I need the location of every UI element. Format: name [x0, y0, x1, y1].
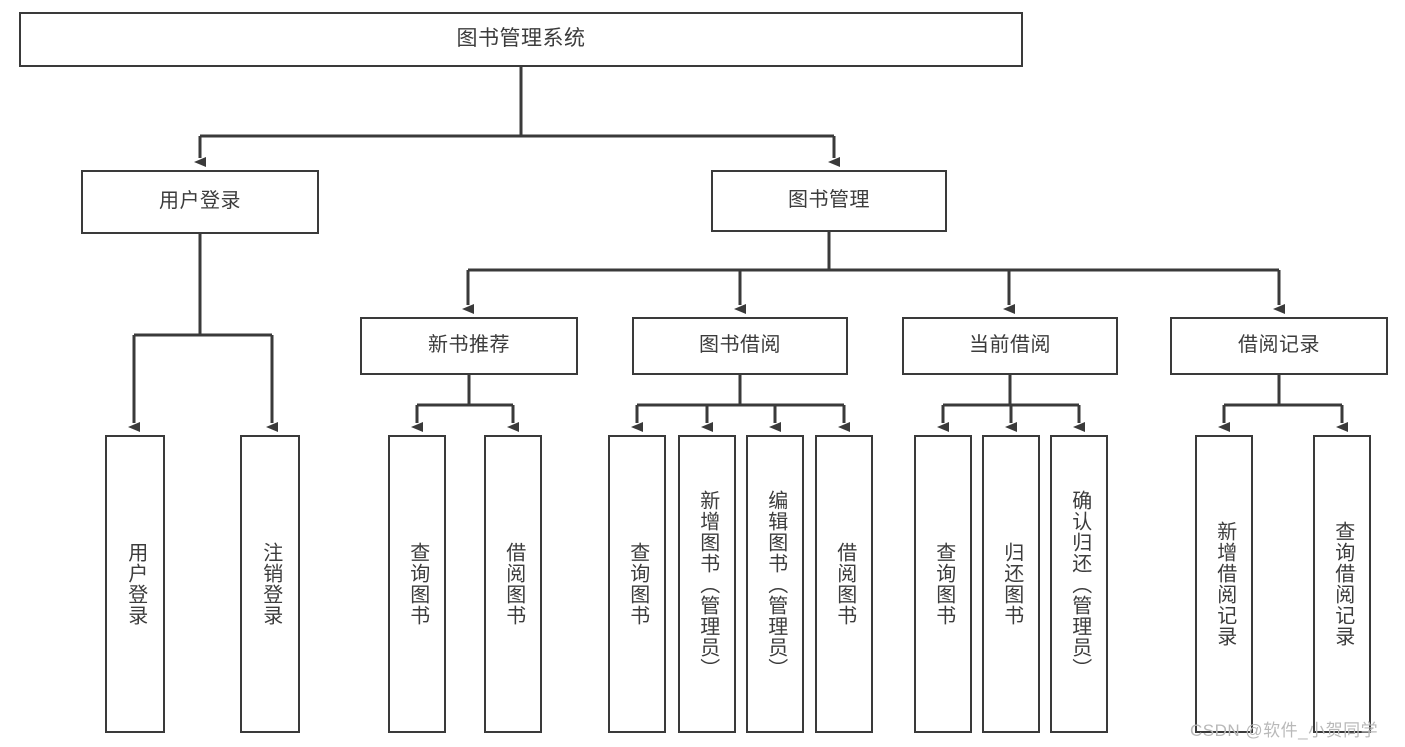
leaf-add-borrow-record[interactable]: 新增借阅记录	[1195, 435, 1253, 733]
node-borrow-record[interactable]: 借阅记录	[1170, 317, 1388, 375]
leaf-confirm-return-admin[interactable]: 确认归还（管理员）	[1050, 435, 1108, 733]
leaf-query-book-recommend[interactable]: 查询图书	[388, 435, 446, 733]
leaf-edit-book-admin[interactable]: 编辑图书（管理员）	[746, 435, 804, 733]
leaf-borrow-book-label: 借阅图书	[833, 542, 856, 626]
leaf-confirm-return-admin-label: 确认归还（管理员）	[1068, 489, 1091, 679]
leaf-user-login[interactable]: 用户登录	[105, 435, 165, 733]
node-user-login[interactable]: 用户登录	[81, 170, 319, 234]
leaf-query-book-recommend-label: 查询图书	[406, 542, 429, 626]
leaf-return-book-label: 归还图书	[1000, 542, 1023, 626]
node-root-label: 图书管理系统	[456, 27, 586, 51]
leaf-logout[interactable]: 注销登录	[240, 435, 300, 733]
node-book-management-label: 图书管理	[788, 189, 870, 212]
node-new-book-recommend-label: 新书推荐	[428, 334, 510, 357]
node-current-borrow[interactable]: 当前借阅	[902, 317, 1118, 375]
leaf-return-book[interactable]: 归还图书	[982, 435, 1040, 733]
node-book-borrow-label: 图书借阅	[699, 334, 781, 357]
leaf-add-borrow-record-label: 新增借阅记录	[1213, 521, 1236, 647]
leaf-query-book-current[interactable]: 查询图书	[914, 435, 972, 733]
leaf-user-login-label: 用户登录	[124, 542, 147, 626]
leaf-borrow-book-recommend-label: 借阅图书	[502, 542, 525, 626]
leaf-query-book-borrow-label: 查询图书	[626, 542, 649, 626]
leaf-edit-book-admin-label: 编辑图书（管理员）	[764, 489, 787, 679]
node-current-borrow-label: 当前借阅	[969, 334, 1051, 357]
leaf-add-book-admin-label: 新增图书（管理员）	[696, 489, 719, 679]
leaf-query-borrow-record[interactable]: 查询借阅记录	[1313, 435, 1371, 733]
leaf-logout-label: 注销登录	[259, 542, 282, 626]
leaf-add-book-admin[interactable]: 新增图书（管理员）	[678, 435, 736, 733]
node-book-borrow[interactable]: 图书借阅	[632, 317, 848, 375]
leaf-query-borrow-record-label: 查询借阅记录	[1331, 521, 1354, 647]
leaf-query-book-borrow[interactable]: 查询图书	[608, 435, 666, 733]
node-book-management[interactable]: 图书管理	[711, 170, 947, 232]
node-new-book-recommend[interactable]: 新书推荐	[360, 317, 578, 375]
csdn-watermark: CSDN @软件_小贺同学	[1190, 721, 1379, 740]
node-user-login-label: 用户登录	[159, 190, 241, 213]
node-root[interactable]: 图书管理系统	[19, 12, 1023, 67]
node-borrow-record-label: 借阅记录	[1238, 334, 1320, 357]
leaf-borrow-book[interactable]: 借阅图书	[815, 435, 873, 733]
leaf-query-book-current-label: 查询图书	[932, 542, 955, 626]
leaf-borrow-book-recommend[interactable]: 借阅图书	[484, 435, 542, 733]
